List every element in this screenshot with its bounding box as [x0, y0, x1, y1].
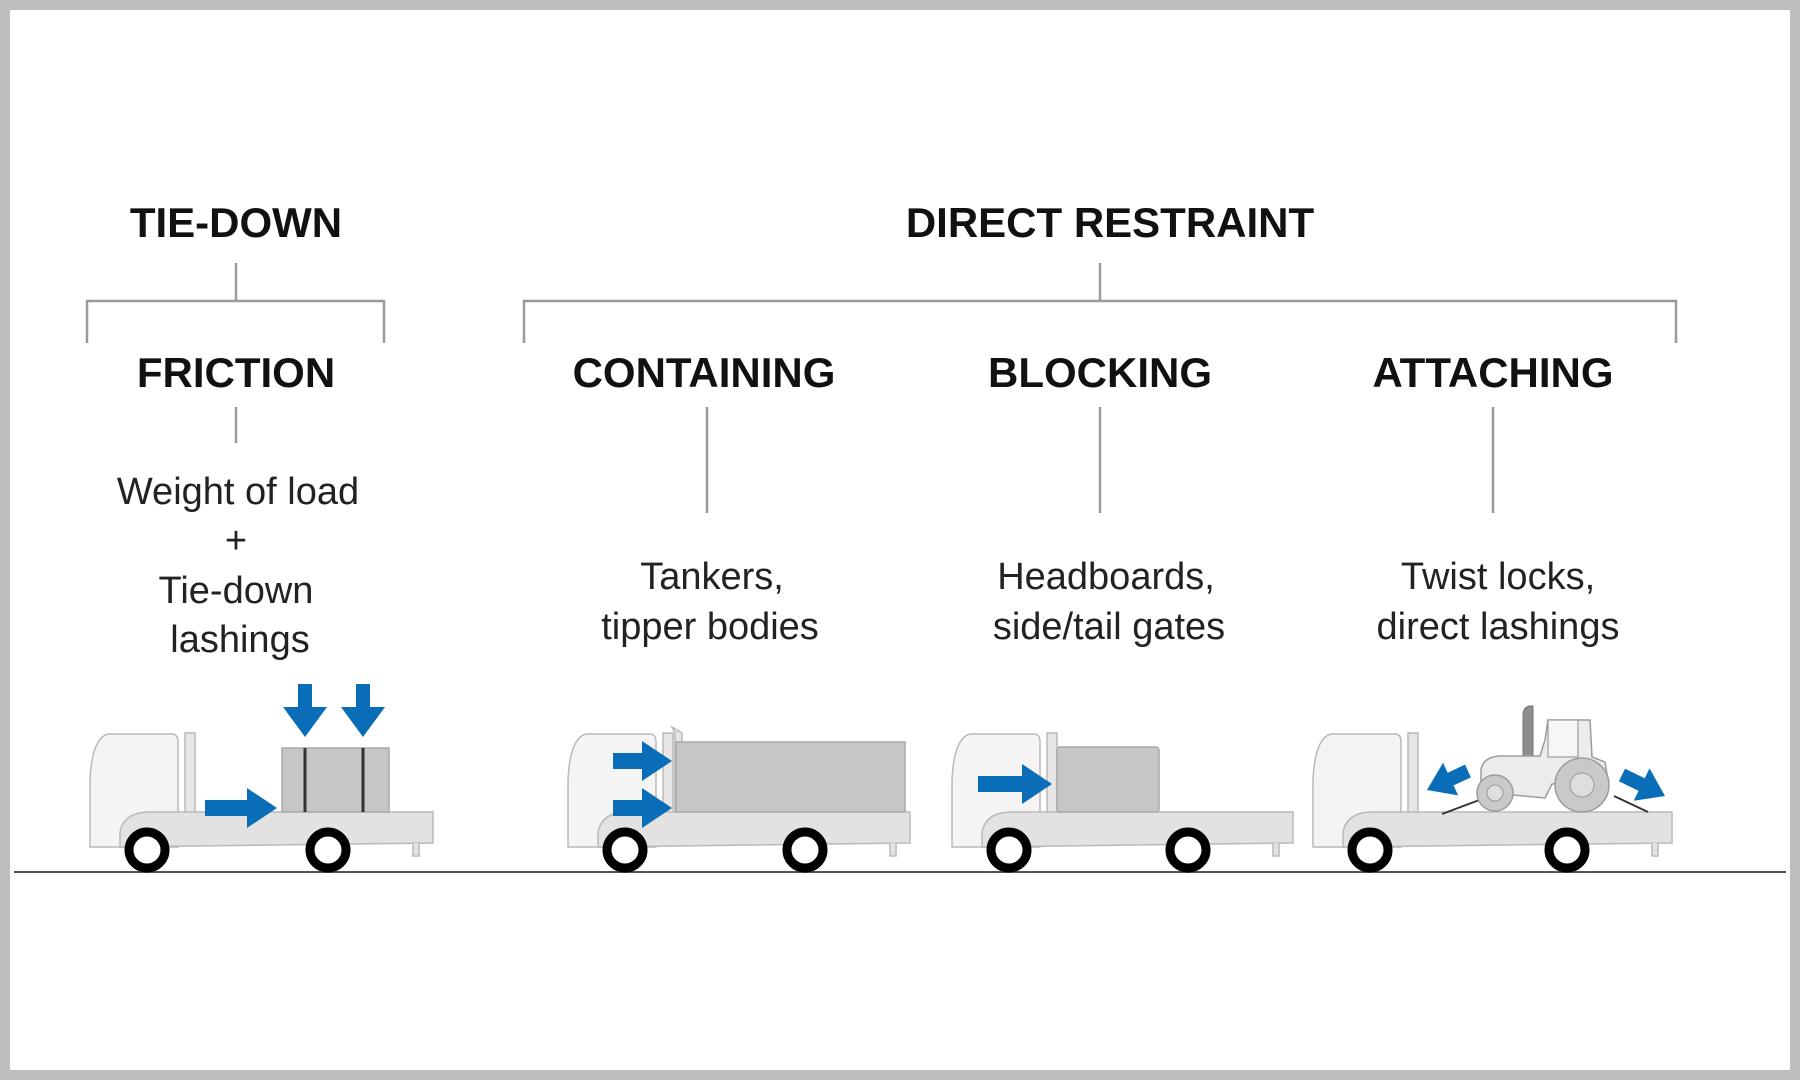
arrow-right-icon: [613, 741, 672, 781]
arrow-right-icon: [205, 788, 277, 828]
lashing-chain: [1613, 795, 1649, 813]
description-line: +: [225, 520, 247, 562]
bracket-direct-restraint: [522, 263, 1678, 343]
group-heading-direct-restraint: DIRECT RESTRAINT: [906, 199, 1315, 246]
headboard-post: [1407, 732, 1419, 814]
headboard-post: [1046, 732, 1058, 814]
front-wheel: [1347, 827, 1393, 873]
tractor-cab-window: [1547, 719, 1579, 758]
truck-friction: [89, 684, 434, 873]
description-line: lashings: [170, 619, 309, 661]
rear-wheel: [1165, 827, 1211, 873]
tractor-rear-hub: [1569, 772, 1595, 798]
truck-blocking: [951, 732, 1294, 873]
arrow-down-icon: [283, 684, 327, 737]
description-line: Weight of load: [117, 471, 359, 513]
load-box: [1056, 746, 1160, 813]
truck-bed: [981, 811, 1294, 848]
description-line: tipper bodies: [601, 606, 819, 648]
truck-containing: [567, 725, 911, 873]
arrow-left-icon: [1427, 762, 1471, 796]
arrow-right-icon: [613, 788, 672, 828]
description-line: Twist locks,: [1401, 556, 1595, 598]
description-line: side/tail gates: [993, 606, 1225, 648]
headboard-post: [662, 732, 674, 814]
truck-bed: [1342, 811, 1673, 848]
rear-wheel: [1544, 827, 1590, 873]
method-label-blocking: BLOCKING: [988, 349, 1212, 396]
tipper-body: [675, 741, 906, 813]
rear-bumper: [1272, 843, 1280, 857]
diagram-canvas: TIE-DOWN DIRECT RESTRAINT FRICTION CONTA…: [10, 10, 1790, 1070]
arrow-down-icon: [341, 684, 385, 737]
method-label-containing: CONTAINING: [573, 349, 836, 396]
restraint-diagram: TIE-DOWN DIRECT RESTRAINT FRICTION CONTA…: [14, 199, 1786, 873]
lashing-chain: [1441, 798, 1483, 815]
truck-attaching: [1312, 705, 1673, 873]
description-line: direct lashings: [1377, 606, 1620, 648]
front-wheel: [124, 827, 170, 873]
description-line: Tankers,: [640, 556, 784, 598]
method-label-friction: FRICTION: [137, 349, 335, 396]
rear-bumper: [889, 843, 897, 857]
tractor-exhaust: [1522, 705, 1534, 761]
front-wheel: [986, 827, 1032, 873]
rear-wheel: [305, 827, 351, 873]
description-friction: Weight of load + Tie-down lashings: [117, 471, 359, 661]
method-label-attaching: ATTACHING: [1372, 349, 1613, 396]
arrow-right-icon: [978, 764, 1052, 804]
description-blocking: Headboards, side/tail gates: [993, 556, 1225, 648]
front-wheel: [602, 827, 648, 873]
bracket-tie-down: [85, 263, 386, 343]
description-line: Headboards,: [997, 556, 1215, 598]
rear-bumper: [412, 843, 420, 857]
description-line: Tie-down: [159, 570, 314, 612]
tractor-icon: [1476, 705, 1610, 813]
description-attaching: Twist locks, direct lashings: [1377, 556, 1620, 648]
rear-wheel: [782, 827, 828, 873]
rear-bumper: [1651, 843, 1659, 857]
tractor-front-hub: [1486, 784, 1504, 802]
headboard-post: [184, 732, 196, 814]
arrow-right-icon: [1618, 768, 1665, 801]
load-box: [281, 747, 390, 813]
description-containing: Tankers, tipper bodies: [601, 556, 819, 648]
vehicles: [89, 684, 1673, 873]
group-heading-tie-down: TIE-DOWN: [130, 199, 342, 246]
